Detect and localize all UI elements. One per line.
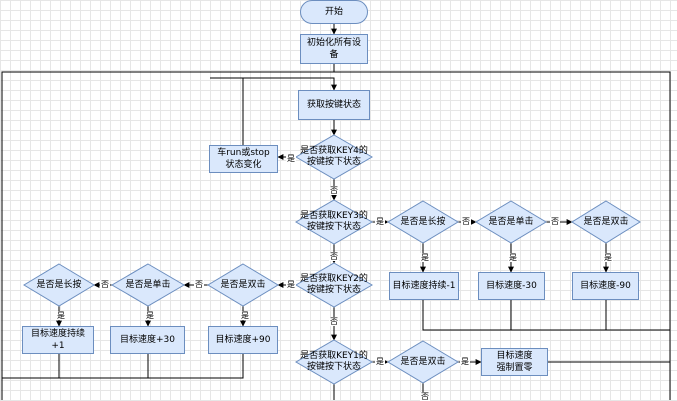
key2-single-diamond [111, 263, 185, 307]
edge-label-no-key3-long: 否 [461, 217, 471, 226]
edge-loop-right [334, 71, 671, 400]
edge-minus1-out [422, 300, 670, 331]
edge-label-no-key2-single: 否 [100, 280, 110, 289]
edge-plus90-out [2, 354, 244, 379]
edge-label-no-key3: 否 [329, 252, 339, 261]
speed-plus30-node[interactable]: 目标速度+30 [110, 326, 185, 354]
edge-label-no-key3-single: 否 [550, 217, 560, 226]
edge-label-no-key4: 否 [329, 186, 339, 195]
speed-force-zero-node[interactable]: 目标速度 强制置零 [481, 348, 548, 376]
edge-label-yes-key3-double: 是 [603, 253, 613, 262]
key3-check-diamond [295, 199, 373, 245]
edge-label-yes-key1-double: 是 [460, 357, 470, 366]
speed-plus90-node[interactable]: 目标速度+90 [208, 326, 278, 354]
get-key-state-node[interactable]: 获取按键状态 [298, 90, 370, 120]
edge-label-yes-key3: 是 [375, 217, 385, 226]
edge-label-yes-key2: 是 [286, 280, 296, 289]
edge-label-no-key2: 否 [329, 317, 339, 326]
key2-check-diamond [295, 262, 373, 308]
speed-continuous-plus1-node[interactable]: 目标速度持续+1 [22, 326, 94, 354]
edge-init-loop [1, 64, 335, 400]
key1-check-diamond [295, 339, 373, 385]
key3-long-diamond [387, 200, 459, 244]
key1-double-diamond [387, 340, 459, 384]
edge-label-no-key1-double: 否 [420, 392, 430, 401]
edge-label-yes-key2-long: 是 [56, 311, 66, 320]
edge-label-yes-key1: 是 [375, 357, 385, 366]
car-run-stop-node[interactable]: 车run或stop 状态变化 [209, 145, 278, 173]
key4-check-diamond [295, 134, 373, 180]
edge-label-yes-key4: 是 [286, 154, 296, 163]
key3-double-diamond [571, 200, 641, 244]
edge-label-yes-key3-single: 是 [508, 253, 518, 262]
speed-continuous-minus1-node[interactable]: 目标速度持续-1 [389, 272, 459, 300]
edge-to-get-key [210, 77, 337, 91]
speed-minus30-node[interactable]: 目标速度-30 [478, 272, 545, 300]
speed-minus90-node[interactable]: 目标速度-90 [572, 272, 639, 300]
key2-double-diamond [207, 263, 279, 307]
edge-label-no-key2-double: 否 [194, 280, 204, 289]
key3-single-diamond [475, 200, 547, 244]
init-devices-node[interactable]: 初始化所有设备 [300, 34, 368, 64]
edge-label-yes-key2-single: 是 [145, 311, 155, 320]
edge-label-yes-key2-double: 是 [240, 311, 250, 320]
key2-long-diamond [23, 263, 95, 307]
edge-label-yes-key3-long: 是 [420, 253, 430, 262]
start-node[interactable]: 开始 [300, 0, 368, 24]
